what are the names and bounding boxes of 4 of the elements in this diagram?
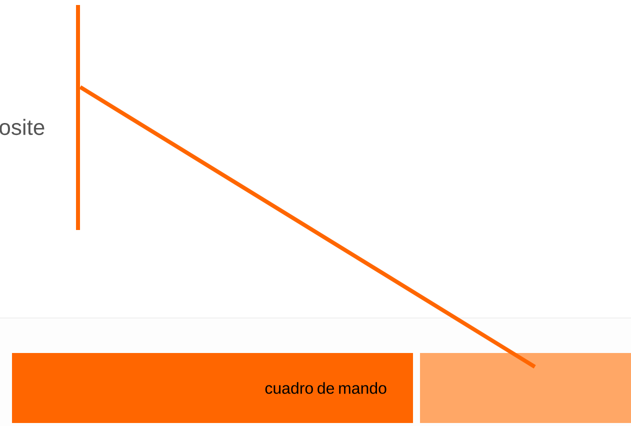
panel-box: cuadro de mando (12, 353, 413, 423)
panel-box (420, 353, 631, 423)
label-text: osite (0, 118, 44, 136)
leader-line (79, 85, 536, 368)
